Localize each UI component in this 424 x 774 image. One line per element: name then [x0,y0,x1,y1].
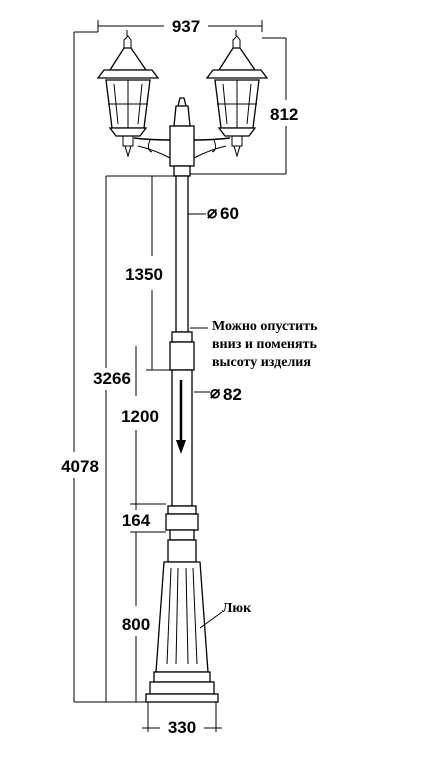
pole-shaft [169,175,195,507]
total-height-label: 4078 [61,457,99,476]
dimension-chain: 1350 1200 164 800 [121,176,172,702]
hatch-callout: Люк [199,601,252,629]
dimension-lower-height: 3266 [93,175,176,702]
lower-height-label: 3266 [93,369,131,388]
lower-diameter-label: 82 [223,385,242,404]
upper-diameter-label: 60 [220,204,239,223]
lantern-height-label: 812 [270,105,298,124]
upper-section-label: 1350 [125,265,163,284]
dimension-base-width: 330 [142,702,222,737]
diameter-symbol-lower: ⌀ [210,383,221,402]
pole-collar [165,505,199,563]
note-line-3: высоту изделия [212,355,311,370]
note-line-2: вниз и поменять [212,337,317,352]
hatch-label: Люк [222,601,252,616]
total-width-label: 937 [172,17,200,36]
dimension-total-height: 4078 [61,31,146,703]
diameter-symbol-upper: ⌀ [207,203,218,222]
middle-section-label: 1200 [121,407,159,426]
left-lantern [96,30,160,158]
adjustment-note: Можно опустить вниз и поменять высоту из… [190,319,318,370]
diameter-upper: ⌀ 60 [188,203,239,223]
right-lantern [205,30,269,158]
collar-section-label: 164 [122,511,151,530]
dimension-total-width: 937 [97,17,263,36]
pole-base [145,561,219,703]
down-arrow-icon [176,380,186,454]
note-line-1: Можно опустить [212,319,318,334]
lamp-arms [133,137,231,159]
base-width-label: 330 [168,718,196,737]
pole-top [169,97,195,177]
dimension-lantern-height: 812 [190,37,298,175]
base-section-label: 800 [122,615,150,634]
diameter-lower: ⌀ 82 [194,383,242,404]
